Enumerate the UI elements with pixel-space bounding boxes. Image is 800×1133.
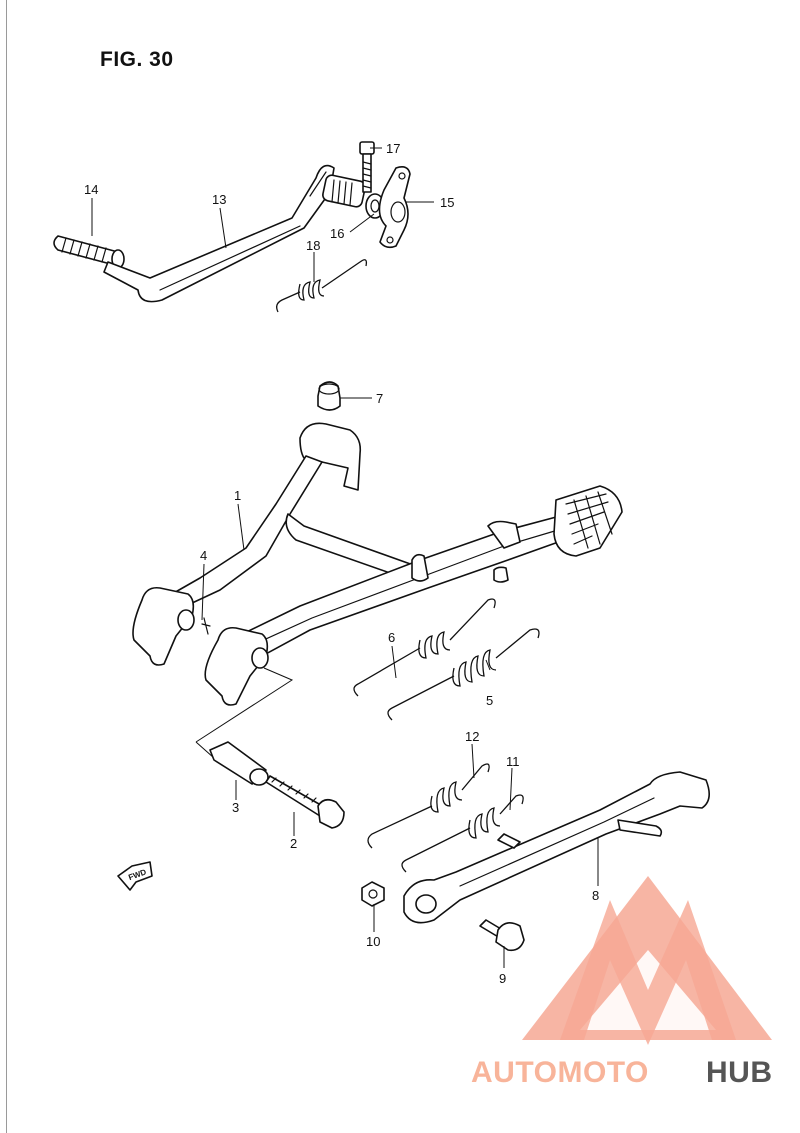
part-1-center-stand — [132, 422, 623, 706]
part-4-pin — [201, 617, 211, 635]
callout-11: 11 — [506, 754, 520, 769]
callout-18: 18 — [306, 238, 320, 253]
part-10-nut — [361, 881, 385, 907]
part-2-pivot-bolt — [265, 775, 345, 829]
part-18-return-spring — [276, 259, 368, 313]
page-margin-line — [6, 0, 7, 1133]
callout-17: 17 — [386, 141, 400, 156]
callout-7: 7 — [376, 391, 383, 406]
callout-1: 1 — [234, 488, 241, 503]
part-11-spring — [401, 794, 524, 873]
part-14-rubber-footpeg — [53, 235, 125, 269]
callout-2: 2 — [290, 836, 297, 851]
part-3-collar — [209, 741, 269, 786]
callout-12: 12 — [465, 729, 479, 744]
part-8-side-stand — [403, 771, 710, 924]
callout-numbers: 1 2 3 4 5 6 7 8 9 10 11 12 13 14 15 16 1… — [84, 141, 599, 986]
watermark-m-shape — [560, 900, 736, 1045]
callout-leader-lines — [91, 147, 599, 968]
part-12-spring — [367, 763, 490, 849]
watermark-text-automoto: AUTOMOTO — [471, 1056, 649, 1089]
callout-13: 13 — [212, 192, 226, 207]
part-7-rubber-stopper — [317, 381, 341, 411]
part-5-spring — [387, 628, 540, 721]
callout-15: 15 — [440, 195, 454, 210]
callout-16: 16 — [330, 226, 344, 241]
watermark-text-hub: HUB — [706, 1056, 773, 1089]
part-13-shift-lever — [103, 164, 366, 303]
part-15-shift-arm — [378, 166, 411, 249]
callout-4: 4 — [200, 548, 207, 563]
callout-5: 5 — [486, 693, 493, 708]
forward-direction-marker: FWD — [117, 861, 153, 891]
part-6-spring — [353, 598, 496, 697]
callout-3: 3 — [232, 800, 239, 815]
part-17-bolt — [359, 141, 375, 193]
watermark-logo: AUTOMOTO HUB — [471, 876, 773, 1089]
callout-10: 10 — [366, 934, 380, 949]
figure-title: FIG. 30 — [100, 48, 174, 71]
callout-8: 8 — [592, 888, 599, 903]
part-9-pivot-bolt — [479, 919, 525, 952]
callout-14: 14 — [84, 182, 98, 197]
explode-guide-frame — [195, 667, 294, 759]
callout-9: 9 — [499, 971, 506, 986]
callout-6: 6 — [388, 630, 395, 645]
